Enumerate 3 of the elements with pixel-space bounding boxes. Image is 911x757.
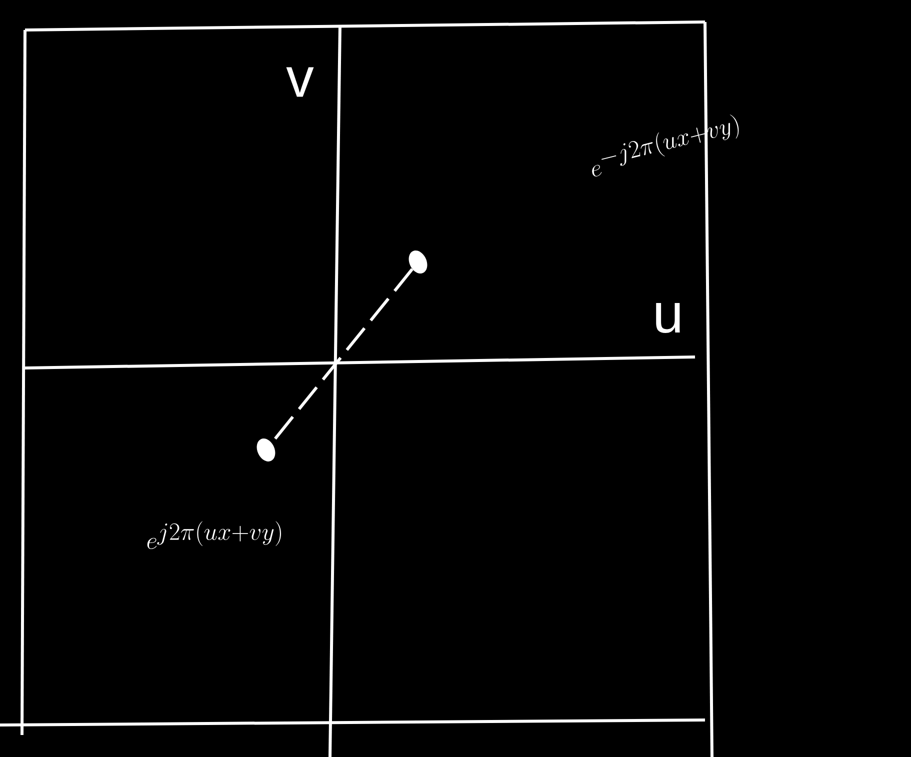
axis-label: v (286, 67, 314, 97)
axis-label: u (656, 302, 680, 333)
formula-label: $e^{j2\pi(ux+vy)}$ (147, 521, 282, 550)
